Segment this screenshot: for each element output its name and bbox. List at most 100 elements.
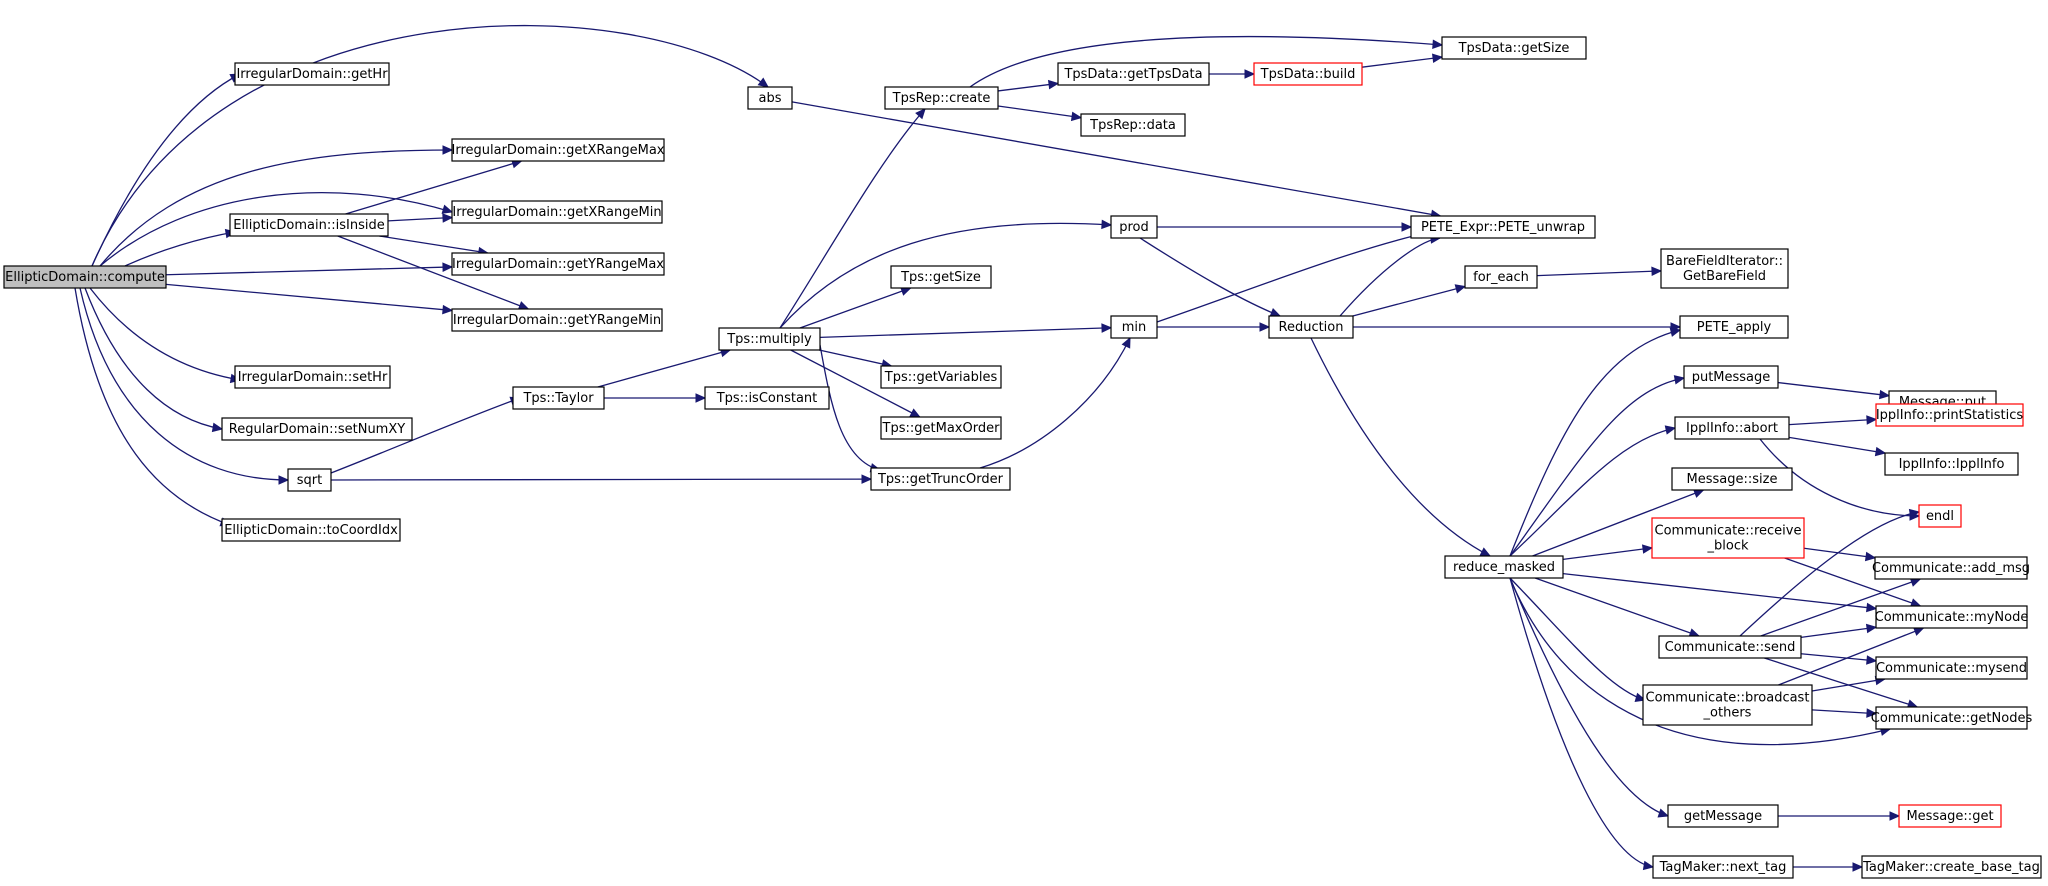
call-edge-line — [330, 478, 872, 481]
node-box — [287, 468, 332, 492]
node-label: TpsData::getTpsData — [1063, 67, 1202, 82]
graph-node-gxmax[interactable]: IrregularDomain::getXRangeMax — [451, 138, 665, 162]
graph-node-pstat[interactable]: IpplInfo::printStatistics — [1875, 403, 2024, 427]
graph-node-cbt[interactable]: TagMaker::create_base_tag — [1861, 855, 2042, 879]
graph-node-sqrt[interactable]: sqrt — [287, 468, 332, 492]
arrowhead-icon — [1121, 336, 1131, 349]
graph-node-mysend[interactable]: Communicate::mysend — [1875, 656, 2028, 680]
graph-node-red[interactable]: Reduction — [1268, 315, 1354, 339]
node-box — [1918, 504, 1962, 528]
node-label: Tps::isConstant — [716, 391, 818, 406]
arrowhead-icon — [695, 393, 707, 403]
call-edge-line — [997, 82, 1059, 92]
graph-node-putmsg[interactable]: putMessage — [1683, 365, 1779, 389]
graph-node-foreach[interactable]: for_each — [1464, 265, 1538, 289]
call-edge — [345, 159, 523, 215]
call-edge-line — [1759, 438, 1920, 517]
graph-node-gxmin[interactable]: IrregularDomain::getXRangeMin — [451, 200, 663, 224]
call-edge — [1562, 544, 1654, 561]
graph-node-getnodes[interactable]: Communicate::getNodes — [1871, 706, 2033, 730]
graph-node-gettpsdata[interactable]: TpsData::getTpsData — [1057, 62, 1210, 86]
graph-node-taylor[interactable]: Tps::Taylor — [512, 386, 605, 410]
graph-node-ippl[interactable]: IpplInfo::IpplInfo — [1884, 452, 2019, 476]
graph-node-reduce[interactable]: reduce_masked — [1444, 555, 1564, 579]
node-box — [1441, 36, 1587, 60]
node-box — [1660, 248, 1789, 289]
graph-node-getmax[interactable]: Tps::getMaxOrder — [880, 416, 1002, 440]
arrowhead-icon — [1047, 79, 1060, 90]
graph-node-sethr[interactable]: IrregularDomain::setHr — [234, 365, 391, 389]
graph-node-bare[interactable]: BareFieldIterator::GetBareField — [1660, 248, 1789, 289]
graph-node-create[interactable]: TpsRep::create — [884, 86, 999, 110]
graph-node-mget[interactable]: Message::get — [1898, 804, 2002, 828]
node-label: EllipticDomain::isInside — [233, 218, 384, 233]
graph-node-tgetsize[interactable]: Tps::getSize — [890, 265, 992, 289]
graph-node-gymin[interactable]: IrregularDomain::getYRangeMin — [451, 308, 663, 332]
node-box — [1875, 403, 2024, 427]
arrowhead-icon — [1874, 446, 1887, 457]
call-edge-line — [1509, 377, 1685, 557]
arrowhead-icon — [915, 108, 926, 120]
graph-node-trunc[interactable]: Tps::getTruncOrder — [870, 467, 1011, 491]
arrowhead-icon — [757, 77, 769, 88]
node-label: Communicate::add_msg — [1872, 561, 2030, 576]
graph-node-send[interactable]: Communicate::send — [1658, 635, 1802, 659]
graph-node-mult[interactable]: Tps::multiply — [718, 327, 821, 351]
arrowhead-icon — [1669, 327, 1682, 337]
graph-node-repdata[interactable]: TpsRep::data — [1080, 113, 1186, 137]
call-edge-line — [1784, 557, 1921, 607]
call-edge-line — [387, 216, 453, 222]
graph-node-prod[interactable]: prod — [1110, 215, 1158, 239]
graph-node-setnum[interactable]: RegularDomain::setNumXY — [221, 417, 413, 441]
call-edge — [89, 287, 242, 384]
graph-node-unwrap[interactable]: PETE_Expr::PETE_unwrap — [1410, 215, 1596, 239]
graph-node-iscon[interactable]: Tps::isConstant — [704, 386, 830, 410]
node-label: Message::size — [1687, 472, 1778, 487]
graph-node-mynode[interactable]: Communicate::myNode — [1875, 605, 2029, 629]
call-edge — [330, 474, 873, 484]
graph-node-abort[interactable]: IpplInfo::abort — [1674, 416, 1790, 440]
graph-node-gethr[interactable]: IrregularDomain::getHr — [234, 62, 390, 86]
graph-node-getvar[interactable]: Tps::getVariables — [880, 365, 1002, 389]
graph-node-tdsize[interactable]: TpsData::getSize — [1441, 36, 1587, 60]
call-edge — [1778, 811, 1901, 821]
node-label: IrregularDomain::getYRangeMin — [453, 313, 661, 328]
graph-node-nexttag[interactable]: TagMaker::next_tag — [1652, 855, 1794, 879]
graph-node-endl[interactable]: endl — [1918, 504, 1962, 528]
call-edge-line — [597, 349, 731, 388]
node-label: TpsData::getSize — [1458, 41, 1570, 56]
call-edge-line — [819, 327, 1112, 338]
graph-node-apply[interactable]: PETE_apply — [1679, 315, 1789, 339]
call-edge-line — [1562, 547, 1653, 561]
graph-node-bcast[interactable]: Communicate::broadcast_others — [1642, 684, 1813, 726]
graph-node-abs[interactable]: abs — [747, 86, 793, 110]
call-edge-line — [91, 25, 769, 267]
call-edge — [1811, 675, 1887, 692]
arrowhead-icon — [1673, 375, 1686, 385]
node-box — [451, 138, 665, 162]
node-label: putMessage — [1692, 370, 1771, 385]
node-label: TagMaker::next_tag — [1659, 860, 1787, 875]
graph-node-getmsg[interactable]: getMessage — [1667, 804, 1779, 828]
arrowhead-icon — [442, 145, 454, 155]
arrowhead-icon — [1866, 655, 1878, 665]
call-edge — [597, 347, 732, 388]
graph-node-build[interactable]: TpsData::build — [1253, 62, 1363, 86]
graph-node-min[interactable]: min — [1110, 315, 1158, 339]
call-edge — [1353, 322, 1682, 332]
graph-node-recv[interactable]: Communicate::receive_block — [1651, 517, 1805, 559]
call-edge-line — [99, 191, 453, 267]
graph-node-gymax[interactable]: IrregularDomain::getYRangeMax — [451, 252, 665, 276]
graph-node-tocoord[interactable]: EllipticDomain::toCoordIdx — [221, 518, 401, 542]
graph-node-ec[interactable]: EllipticDomain::compute — [3, 265, 167, 289]
call-edge — [124, 228, 237, 267]
call-edge — [1209, 69, 1256, 79]
node-label: BareFieldIterator:: — [1666, 254, 1783, 269]
node-box — [1652, 855, 1794, 879]
call-edge-line — [79, 287, 289, 481]
graph-node-addmsg[interactable]: Communicate::add_msg — [1872, 556, 2030, 580]
call-edge-line — [1509, 329, 1681, 557]
graph-node-msize[interactable]: Message::size — [1671, 467, 1793, 491]
call-edge-line — [779, 108, 926, 329]
graph-node-isin[interactable]: EllipticDomain::isInside — [229, 213, 389, 237]
